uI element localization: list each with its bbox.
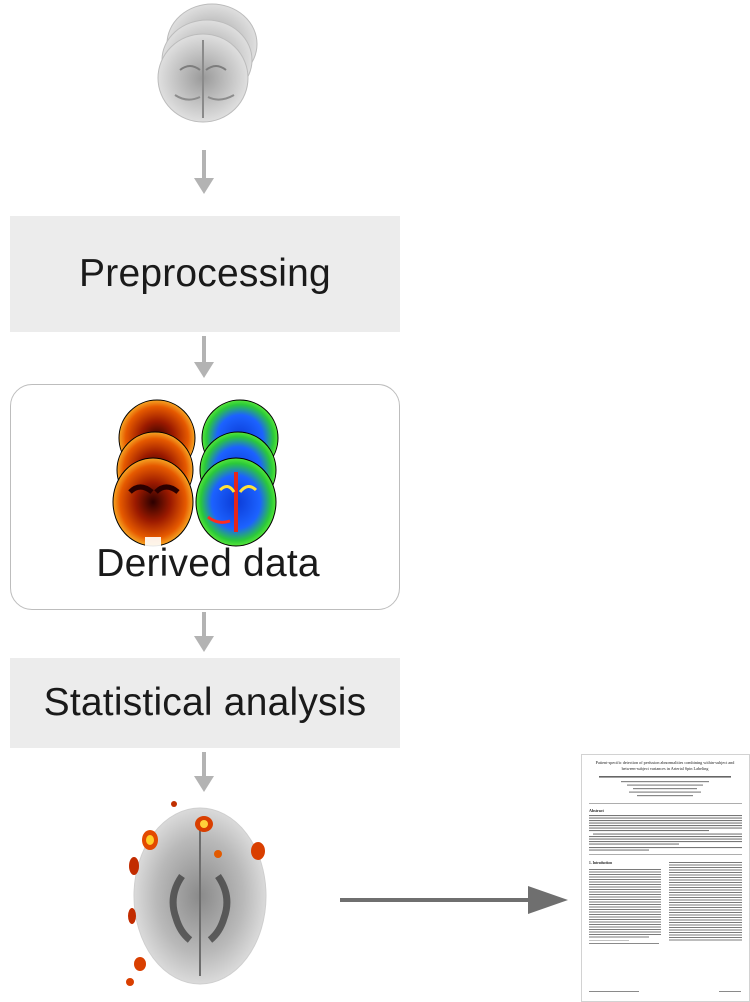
paper-intro-heading: 1. Introduction: [589, 861, 612, 865]
arrow-raw-to-preprocessing: [194, 150, 214, 194]
arrow-preprocessing-to-derived: [194, 336, 214, 378]
paper-abstract-heading: Abstract: [589, 808, 605, 813]
arrow-statistics-to-result: [194, 752, 214, 792]
perfusion-map-stack: [112, 399, 196, 549]
paper-title: Patient-specific detection of perfusion …: [596, 760, 736, 765]
raw-slice-front: [157, 33, 249, 123]
arrow-to-publication: [340, 886, 568, 914]
arrow-derived-to-statistics: [194, 612, 214, 652]
derived-data-label: Derived data: [96, 542, 320, 585]
raw-asl-image-stack: [157, 3, 258, 123]
paper-left-column: [589, 869, 661, 938]
statistical-analysis-box: Statistical analysis: [10, 658, 400, 748]
preprocessing-label: Preprocessing: [79, 252, 331, 295]
preprocessing-box: Preprocessing: [10, 216, 400, 332]
derived-maps-illustration: [112, 399, 279, 549]
paper-abstract-lines: [589, 815, 742, 851]
paper-right-column: [669, 862, 742, 941]
segmentation-map-stack: [195, 399, 279, 547]
statistical-result-brain-map: [126, 801, 267, 986]
paper-title-line-1: Patient-specific detection of perfusion …: [596, 760, 736, 765]
statistical-analysis-label: Statistical analysis: [43, 681, 367, 724]
activation-clusters: [126, 801, 265, 986]
publication-thumbnail: Patient-specific detection of perfusion …: [581, 754, 750, 1002]
paper-title-line-2: between-subject variances in Arterial Sp…: [622, 766, 710, 771]
